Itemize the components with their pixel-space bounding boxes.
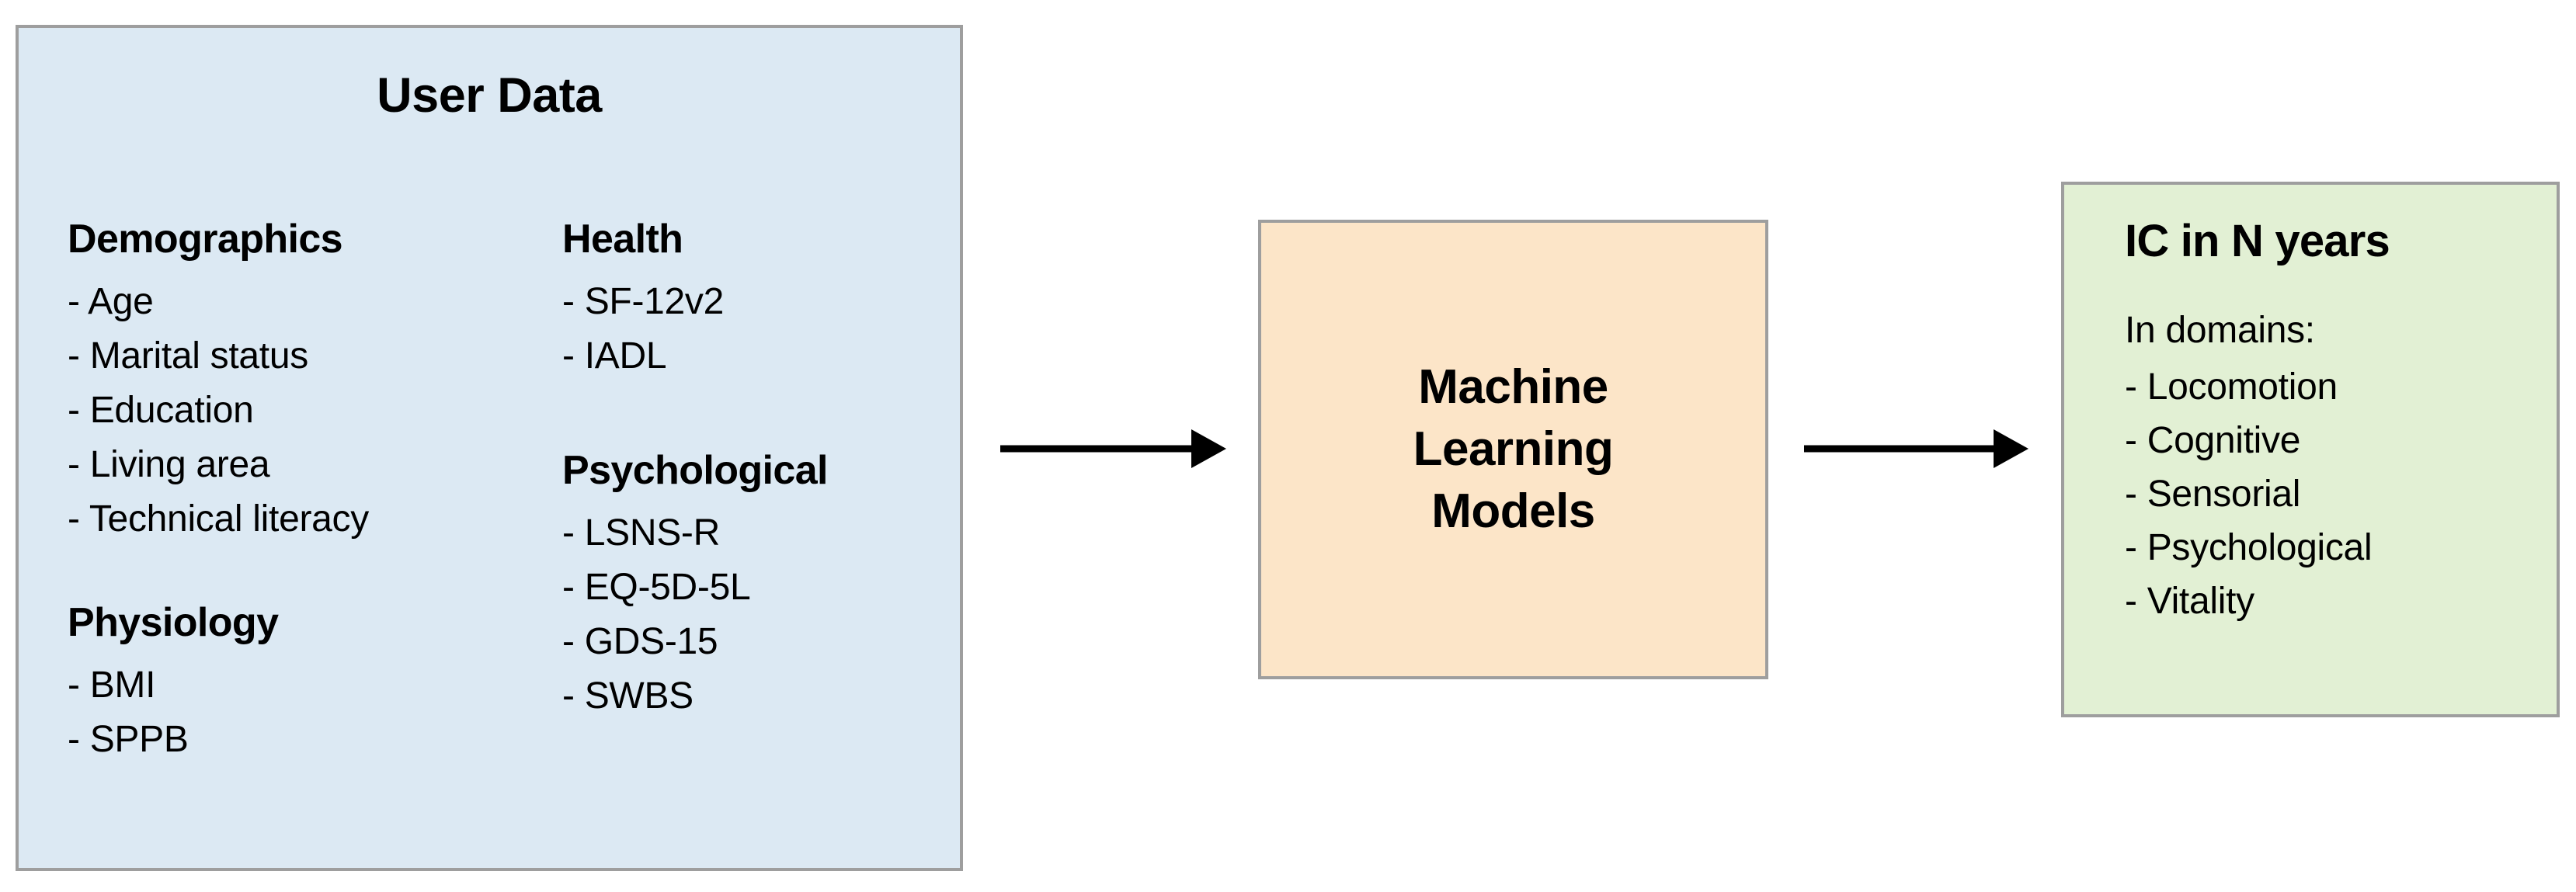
group-psychological: Psychological - LSNS-R - EQ-5D-5L - GDS-… — [562, 450, 951, 724]
outcome-subtitle: In domains: — [2125, 310, 2315, 351]
ml-label-line-1: Machine — [1418, 360, 1608, 414]
outcome-domain-list: - Locomotion - Cognitive - Sensorial - P… — [2125, 360, 2373, 628]
ml-label-line-3: Models — [1431, 484, 1595, 538]
machine-learning-models-box: Machine Learning Models — [1258, 220, 1768, 679]
list-item: - GDS-15 — [562, 621, 718, 662]
list-item: - LSNS-R — [562, 512, 720, 554]
list-item: - Locomotion — [2125, 366, 2338, 408]
user-data-box: User Data Demographics - Age - Marital s… — [16, 25, 963, 871]
demographics-item-list: - Age - Marital status - Education - Liv… — [68, 275, 549, 547]
arrow-model-to-outcome-icon — [1804, 429, 2028, 468]
list-item: - Cognitive — [2125, 420, 2301, 461]
group-heading-physiology: Physiology — [68, 600, 279, 645]
group-heading-health: Health — [562, 217, 683, 262]
user-data-title: User Data — [377, 68, 602, 123]
list-item: - Sensorial — [2125, 474, 2301, 515]
list-item: - Technical literacy — [68, 498, 369, 540]
list-item: - IADL — [562, 335, 667, 377]
group-demographics: Demographics - Age - Marital status - Ed… — [68, 219, 549, 547]
machine-learning-models-label: Machine Learning Models — [1413, 356, 1614, 543]
intrinsic-capacity-outcome-box: IC in N years In domains: - Locomotion -… — [2061, 182, 2560, 717]
group-heading-psychological: Psychological — [562, 448, 828, 493]
user-data-right-column: Health - SF-12v2 - IADL Psychological - … — [562, 219, 951, 724]
physiology-item-list: - BMI - SPPB — [68, 658, 549, 767]
group-heading-demographics: Demographics — [68, 217, 343, 262]
list-item: - EQ-5D-5L — [562, 567, 751, 608]
group-physiology: Physiology - BMI - SPPB — [68, 602, 549, 767]
list-item: - Education — [68, 390, 254, 431]
psychological-item-list: - LSNS-R - EQ-5D-5L - GDS-15 - SWBS — [562, 506, 951, 724]
health-item-list: - SF-12v2 - IADL — [562, 275, 951, 384]
list-item: - SPPB — [68, 719, 189, 760]
list-item: - SF-12v2 — [562, 281, 725, 322]
list-item: - Vitality — [2125, 581, 2254, 622]
list-item: - Psychological — [2125, 527, 2373, 568]
list-item: - BMI — [68, 665, 156, 706]
list-item: - Age — [68, 281, 154, 322]
list-item: - Living area — [68, 444, 270, 485]
group-health: Health - SF-12v2 - IADL — [562, 219, 951, 384]
list-item: - Marital status — [68, 335, 308, 377]
list-item: - SWBS — [562, 675, 694, 717]
outcome-title: IC in N years — [2125, 216, 2390, 266]
ml-label-line-2: Learning — [1413, 422, 1614, 476]
arrow-input-to-model-icon — [1000, 429, 1226, 468]
user-data-left-column: Demographics - Age - Marital status - Ed… — [68, 219, 549, 767]
